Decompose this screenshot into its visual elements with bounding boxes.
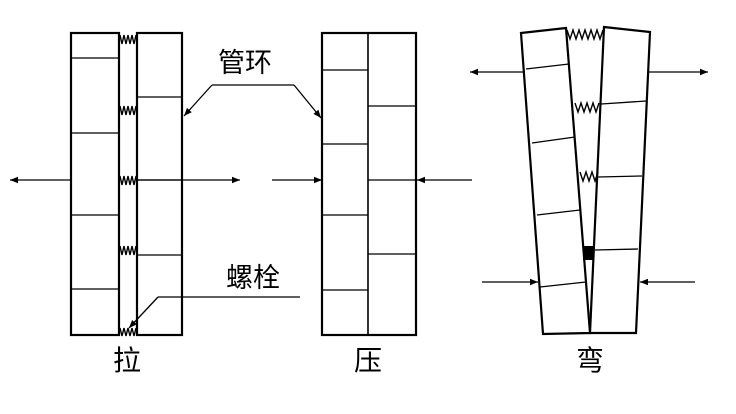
bending-caption: 弯: [576, 344, 604, 377]
bolt-label: 螺栓: [226, 263, 280, 294]
tension-caption: 拉: [113, 344, 141, 377]
bending-left-column: [519, 26, 592, 336]
right-ring-column: [135, 31, 184, 337]
bolt-callout: 螺栓: [128, 263, 300, 329]
tube-ring-label: 管环: [218, 48, 272, 79]
bending-panel: [470, 25, 708, 336]
bending-force-arrows: [470, 68, 708, 286]
tube-ring-callout: 管环: [183, 48, 322, 119]
compression-left-joints: [322, 69, 368, 291]
tension-panel: [10, 31, 240, 337]
tension-bolts: [119, 34, 137, 337]
bending-bolts: [566, 27, 604, 184]
bending-right-column: [588, 25, 652, 335]
bending-closed-bolt: [583, 246, 594, 260]
compression-right-joints: [368, 105, 416, 255]
compression-panel: [272, 31, 472, 337]
compression-caption: 压: [354, 344, 382, 377]
left-ring-column: [69, 31, 121, 337]
